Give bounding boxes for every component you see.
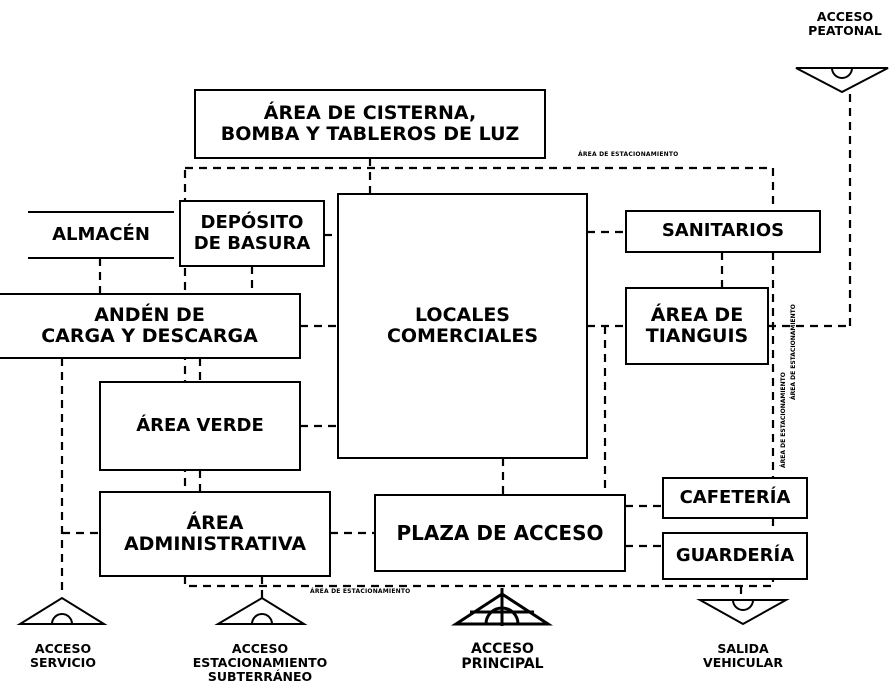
vehicular-line2: VEHICULAR [703,654,783,670]
guarderia-box: GUARDERÍA [662,532,808,580]
plaza-label: PLAZA DE ACCESO [396,520,604,545]
area-verde-box: ÁREA VERDE [99,381,301,471]
locales-line1: LOCALES [414,303,510,326]
locales-comerciales-box: LOCALES COMERCIALES [337,193,588,459]
administrativa-line2: ADMINISTRATIVA [123,533,307,555]
parking-perimeter [183,166,775,588]
area-administrativa-box: ÁREA ADMINISTRATIVA [99,491,331,577]
sanitarios-label: SANITARIOS [661,220,785,242]
parking-label-bottom: ÁREA DE ESTACIONAMIENTO [310,588,411,595]
locales-line2: COMERCIALES [386,325,539,347]
acceso-principal-label: ACCESO PRINCIPAL [450,641,555,673]
principal-line2: PRINCIPAL [461,656,544,673]
plaza-acceso-box: PLAZA DE ACCESO [374,494,626,572]
estacionamiento-line2: ESTACIONAMIENTO [192,654,328,670]
parking-label-right: ÁREA DE ESTACIONAMIENTO [780,372,787,468]
salida-vehicular-icon [696,599,790,626]
acceso-estacionamiento-label: ACCESO ESTACIONAMIENTO SUBTERRÁNEO [160,642,360,683]
basura-line1: DEPÓSITO [200,212,304,234]
acceso-peatonal-label: ACCESO PEATONAL [800,10,890,38]
anden-carga-box: ANDÉN DE CARGA Y DESCARGA [0,293,301,359]
cisterna-line1: ÁREA DE CISTERNA, [263,101,477,124]
administrativa-line1: ÁREA [186,511,244,534]
principal-line1: ACCESO [471,641,534,657]
servicio-line2: SERVICIO [30,654,96,670]
peatonal-line2: PEATONAL [808,22,882,38]
cisterna-line2: BOMBA Y TABLEROS DE LUZ [220,123,520,145]
verde-label: ÁREA VERDE [136,414,264,436]
vehicular-line1: SALIDA [717,641,769,656]
estacionamiento-line1: ACCESO [231,641,289,656]
anden-line1: ANDÉN DE [94,303,205,326]
almacen-label: ALMACÉN [52,223,150,245]
peatonal-line1: ACCESO [816,9,874,24]
area-tianguis-box: ÁREA DE TIANGUIS [625,287,769,365]
tianguis-line2: TIANGUIS [645,325,749,347]
acceso-servicio-label: ACCESO SERVICIO [8,642,118,670]
cafeteria-label: CAFETERÍA [679,486,791,508]
guarderia-label: GUARDERÍA [675,544,795,566]
anden-line2: CARGA Y DESCARGA [41,325,258,347]
parking-label-right2: ÁREA DE ESTACIONAMIENTO [790,304,797,400]
servicio-line1: ACCESO [34,641,92,656]
acceso-peatonal-icon [795,67,889,94]
sanitarios-box: SANITARIOS [625,210,821,253]
acceso-estacionamiento-icon [214,596,308,625]
deposito-basura-box: DEPÓSITO DE BASURA [179,200,325,267]
basura-line2: DE BASURA [193,232,311,254]
tianguis-line1: ÁREA DE [650,303,744,326]
estacionamiento-line3: SUBTERRÁNEO [207,668,313,684]
almacen-box: ALMACÉN [28,211,174,259]
area-cisterna-box: ÁREA DE CISTERNA, BOMBA Y TABLEROS DE LU… [194,89,546,159]
parking-label-top: ÁREA DE ESTACIONAMIENTO [578,151,679,158]
cafeteria-box: CAFETERÍA [662,477,808,519]
acceso-servicio-icon [16,596,108,625]
salida-vehicular-label: SALIDA VEHICULAR [688,642,798,670]
